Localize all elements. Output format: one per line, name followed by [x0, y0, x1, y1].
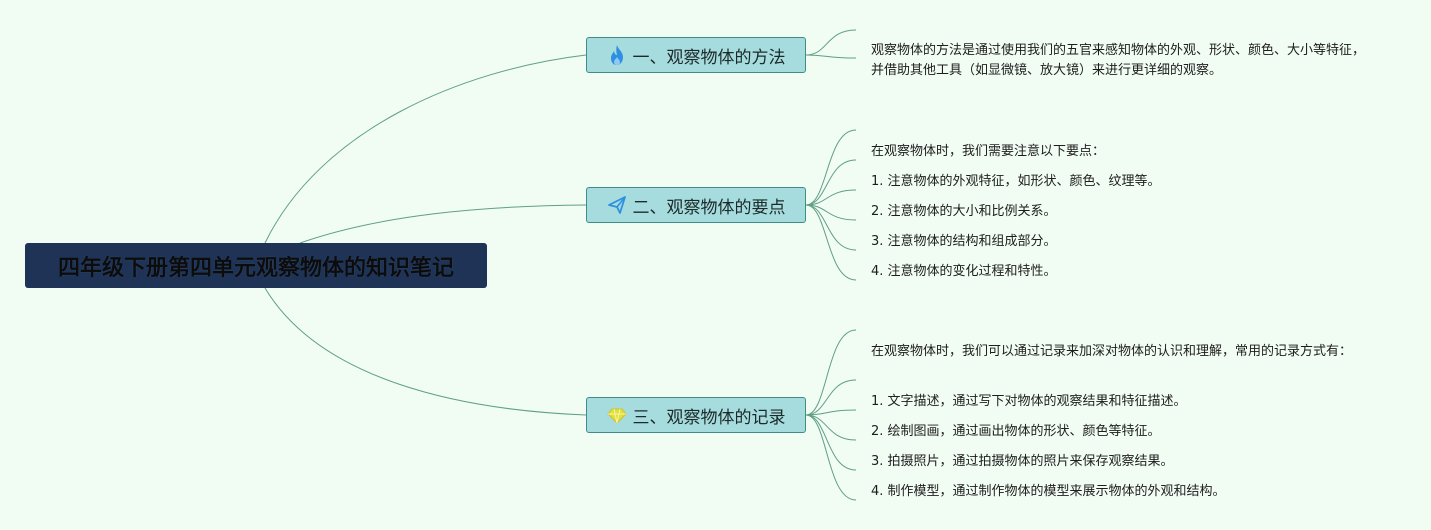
edge-branch-3-leaf-3 [805, 409, 857, 416]
leaf-record-item-1[interactable]: 1. 文字描述，通过写下对物体的观察结果和特征描述。 [871, 394, 1187, 409]
root-topic[interactable]: 四年级下册第四单元观察物体的知识笔记 [25, 243, 487, 288]
leaf-points-item-3[interactable]: 3. 注意物体的结构和组成部分。 [871, 234, 1057, 249]
edge-branch-2-leaf-4 [805, 204, 857, 221]
branch-label: 一、观察物体的方法 [632, 47, 786, 68]
leaf-points-item-2[interactable]: 2. 注意物体的大小和比例关系。 [871, 204, 1057, 219]
branch-label: 二、观察物体的要点 [632, 197, 786, 218]
edge-branch-2-leaf-5 [805, 204, 857, 251]
branch-observation-points[interactable]: 二、观察物体的要点 [586, 187, 806, 223]
edge-branch-1-leaf-1 [805, 29, 857, 56]
edge-branch-3-leaf-1 [805, 329, 857, 416]
leaf-record-item-4[interactable]: 4. 制作模型，通过制作物体的模型来展示物体的外观和结构。 [871, 484, 1226, 499]
edge-branch-2-leaf-3 [805, 189, 857, 206]
edge-root-branch-1 [264, 54, 587, 244]
edge-branch-3-leaf-2 [805, 379, 857, 416]
branch-label: 三、观察物体的记录 [632, 407, 786, 428]
branch-observation-method[interactable]: 一、观察物体的方法 [586, 37, 806, 73]
leaf-points-item-1[interactable]: 1. 注意物体的外观特征，如形状、颜色、纹理等。 [871, 174, 1161, 189]
leaf-record-intro[interactable]: 在观察物体时，我们可以通过记录来加深对物体的认识和理解，常用的记录方式有： [871, 344, 1353, 359]
edge-branch-3-leaf-4 [805, 414, 857, 441]
edge-branch-2-leaf-6 [805, 204, 857, 281]
edge-root-branch-3 [264, 287, 587, 416]
leaf-method-description[interactable]: 观察物体的方法是通过使用我们的五官来感知物体的外观、形状、颜色、大小等特征，并借… [871, 43, 1366, 78]
paper-plane-icon [607, 194, 627, 216]
edge-branch-3-leaf-6 [805, 414, 857, 501]
leaf-record-item-2[interactable]: 2. 绘制图画，通过画出物体的形状、颜色等特征。 [871, 424, 1161, 439]
edge-branch-2-leaf-2 [805, 159, 857, 206]
edge-branch-1-leaf-2 [805, 54, 857, 59]
edge-root-branch-2 [299, 204, 587, 244]
fire-icon [607, 44, 627, 66]
branch-observation-record[interactable]: 三、观察物体的记录 [586, 397, 806, 433]
diamond-icon [606, 404, 627, 426]
leaf-points-item-4[interactable]: 4. 注意物体的变化过程和特性。 [871, 264, 1057, 279]
edge-branch-3-leaf-5 [805, 414, 857, 471]
leaf-points-intro[interactable]: 在观察物体时，我们需要注意以下要点： [871, 144, 1106, 159]
edge-branch-2-leaf-1 [805, 129, 857, 206]
leaf-record-item-3[interactable]: 3. 拍摄照片，通过拍摄物体的照片来保存观察结果。 [871, 454, 1174, 469]
root-title: 四年级下册第四单元观察物体的知识笔记 [57, 255, 454, 281]
